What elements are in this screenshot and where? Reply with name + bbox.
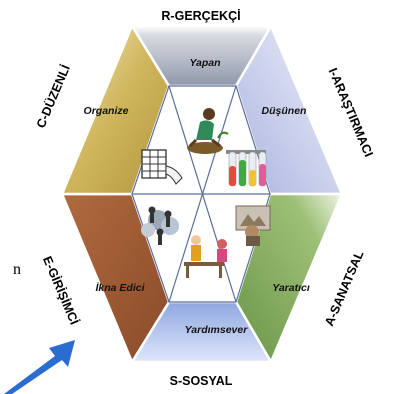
inner-label-conventional: Organize bbox=[84, 105, 129, 117]
label-enterprising: E-GİRİŞİMCİ bbox=[40, 254, 82, 327]
inner-label-investigative: Düşünen bbox=[262, 105, 307, 117]
label-conventional: C-DÜZENLİ bbox=[33, 62, 73, 130]
pointer-arrow-icon bbox=[4, 340, 75, 394]
gardener-icon bbox=[187, 108, 229, 154]
spreadsheet-icon bbox=[141, 149, 183, 185]
inner-label-realistic: Yapan bbox=[189, 57, 220, 69]
artist-icon bbox=[235, 205, 271, 246]
inner-label-enterprising: İkna Edici bbox=[95, 281, 145, 294]
label-artistic: A-SANATSAL bbox=[322, 248, 366, 328]
inner-label-social: Yardımsever bbox=[185, 324, 249, 336]
margin-letter: n bbox=[13, 261, 21, 278]
label-realistic: R-GERÇEKÇİ bbox=[161, 8, 240, 23]
test-tubes-icon bbox=[226, 150, 267, 187]
inner-label-artistic: Yaratıcı bbox=[272, 282, 310, 294]
label-investigative: I-ARAŞTIRMACI bbox=[326, 66, 376, 159]
team-puzzle-icon bbox=[141, 206, 179, 245]
label-social: S-SOSYAL bbox=[170, 374, 233, 388]
inner-hexagon bbox=[131, 85, 271, 303]
office-workers-icon bbox=[184, 235, 227, 278]
